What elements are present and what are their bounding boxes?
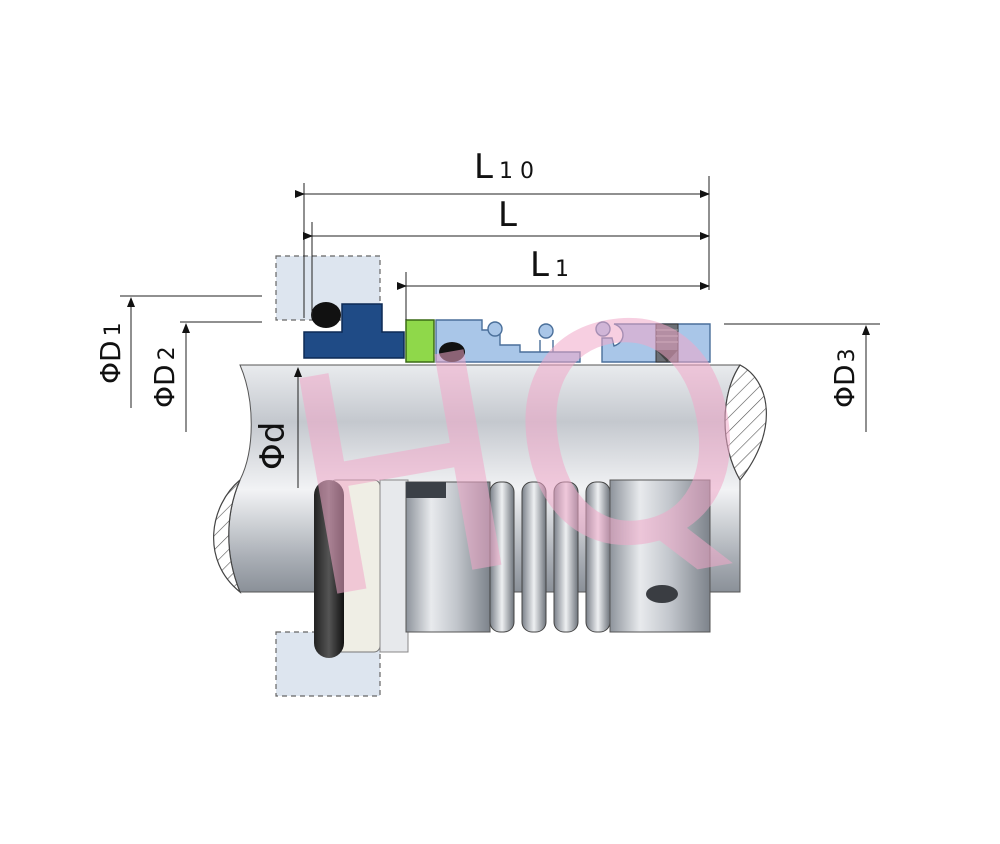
svg-text:ΦD1: ΦD 1 — [94, 322, 127, 384]
label-D2-sub: 2 — [155, 346, 180, 360]
svg-text:ΦD2: ΦD 2 — [148, 346, 181, 408]
label-d: Φd — [253, 422, 293, 470]
spring-coils — [489, 481, 611, 633]
spring-section-2 — [538, 323, 554, 339]
shaft-end-right-hatch — [724, 364, 767, 482]
label-L1-sub: 1 — [555, 257, 569, 282]
label-D1-main: ΦD — [94, 340, 127, 384]
shaft-end-left-hatch — [213, 479, 242, 594]
retainer-sleeve — [609, 479, 711, 633]
rotary-ring — [435, 319, 581, 363]
label-L: L — [498, 195, 517, 235]
label-D2-main: ΦD — [148, 364, 181, 408]
seal-external-view — [314, 479, 711, 658]
dimension-lines — [120, 176, 880, 488]
stationary-seat — [303, 303, 405, 359]
spring-section-3 — [595, 321, 611, 337]
rotary-oring — [439, 342, 465, 362]
svg-text:ΦD3: ΦD 3 — [828, 348, 861, 408]
watermark: HQ — [260, 245, 775, 669]
seal-face-ring — [405, 319, 435, 363]
label-L10-sub: 1 0 — [499, 159, 534, 184]
seat-face — [379, 479, 409, 653]
label-D3-sub: 3 — [835, 348, 860, 362]
svg-text:L1 0: L1 0 — [474, 147, 534, 187]
label-L10-main: L — [474, 147, 493, 187]
retainer-screw-hole — [646, 585, 678, 603]
label-L1-main: L — [530, 245, 549, 285]
rotary-head — [405, 481, 491, 633]
seat-oring-outer — [314, 480, 344, 658]
svg-text:L1: L1 — [530, 245, 569, 285]
seal-section — [303, 302, 711, 363]
label-D1-sub: 1 — [101, 322, 126, 336]
seat-oring — [311, 302, 341, 328]
spring-section-1 — [487, 321, 503, 337]
label-D3-main: ΦD — [828, 364, 861, 408]
